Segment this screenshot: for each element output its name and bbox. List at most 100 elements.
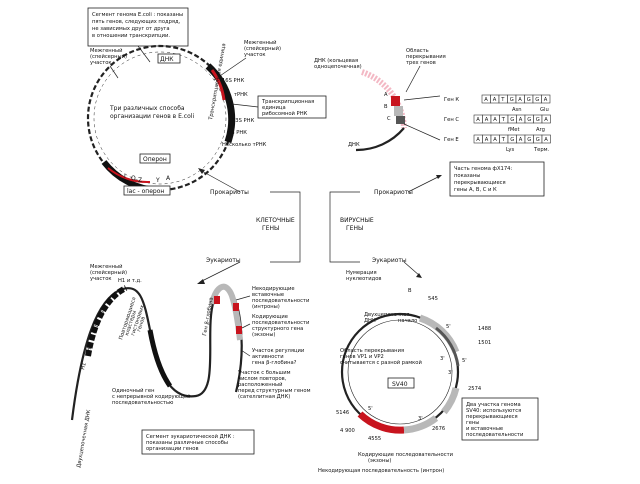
ecoli-panel: Сегмент генома E.coli : показаны пять ге… xyxy=(86,7,327,196)
exon-block xyxy=(214,296,220,304)
histone-cluster-label: генов xyxy=(136,316,147,333)
arrow-to-sv40 xyxy=(403,261,421,277)
histone-label: H1 и т.д. xyxy=(118,278,142,284)
gene-a-block xyxy=(391,96,400,106)
nt-1488: 1488 xyxy=(478,326,491,332)
ecoli-caption-line: в отношении транскрипции. xyxy=(92,33,170,39)
coding-label: последовательности xyxy=(252,320,309,326)
euk-spacer-label: Межгенный xyxy=(90,263,123,270)
trna-label: тРНК xyxy=(234,92,248,98)
histone-label: H1 xyxy=(80,362,88,370)
arrow-to-ecoli xyxy=(199,169,241,193)
eukaryotes-left-label: Эукариоты xyxy=(206,257,241,264)
nucleotide-letter: G xyxy=(527,137,531,143)
nucleotide-letter: A xyxy=(476,117,480,123)
rrna-unit-box-line: единица xyxy=(262,105,286,111)
gene-letter: C xyxy=(387,116,391,122)
virus-genes-label: ВИРУСНЫЕ xyxy=(340,217,374,224)
overlap-pointer xyxy=(405,65,421,93)
nucleotide-letter: T xyxy=(501,137,506,143)
numbering-label: нуклеотидов xyxy=(346,276,382,282)
nt-5146: 5146 xyxy=(336,410,349,416)
gene-c-block xyxy=(396,116,405,124)
nucleotide-letter: G xyxy=(510,117,514,123)
nt-2574: 2574 xyxy=(468,386,482,392)
single-gene-label: с непрерывной кодирующей xyxy=(112,393,190,400)
rrna-unit-pointer xyxy=(231,103,259,108)
nucleotide-letter: T xyxy=(501,117,506,123)
sv40-start-label: начало xyxy=(398,318,417,324)
sv40-caption-line: последовательности xyxy=(466,432,523,438)
sv40-coding-label: (экзоны) xyxy=(368,458,391,464)
sv40-name-box xyxy=(387,377,415,389)
pointer xyxy=(235,295,251,301)
nucleotide-cell xyxy=(541,134,551,144)
eukaryote-panel: Межгенный (спейсерный) участок H1 H4 H2b… xyxy=(70,263,311,468)
operon-label-box xyxy=(139,153,171,164)
rrna-23s-label: 23S РНК xyxy=(232,118,255,124)
strand-end: 5' xyxy=(462,358,467,364)
zoom-line xyxy=(403,95,441,101)
sv40-dsdna-label: ДНК xyxy=(364,318,376,324)
nucleotide-letter: G xyxy=(527,117,531,123)
sv40-caption-line: Два участка генома xyxy=(466,402,521,408)
repeats-label: перед структурным геном xyxy=(238,388,311,394)
sv40-noncoding-label: Некодирующая последовательность (интрон) xyxy=(318,468,444,474)
virus-genes-label: ГЕНЫ xyxy=(346,225,363,232)
euk-caption-line: организации генов xyxy=(146,446,199,452)
cell-genes-bracket xyxy=(270,191,301,263)
nucleotide-letter: G xyxy=(536,117,540,123)
vp-overlap-segment xyxy=(441,387,460,415)
rrna-unit-box-line: Транскрипционная xyxy=(261,99,314,105)
several-trna-label: Несколько тРНК xyxy=(222,142,267,148)
euk-caption-line: показаны различные способы xyxy=(146,440,228,446)
ecoli-caption-line: не зависимых друг от друга xyxy=(92,26,170,32)
lac-operon-box xyxy=(123,185,171,196)
regulator-label: активности xyxy=(252,354,284,360)
lac-gene-letter: I xyxy=(124,173,126,180)
classification-panel: Прокариоты Эукариоты КЛЕТОЧНЫЕ ГЕНЫ ВИРУ… xyxy=(197,168,442,284)
euk-dsdna-label: Двухцепочечная ДНК xyxy=(76,409,92,468)
gene-letter: B xyxy=(384,104,388,110)
strand-end: 5' xyxy=(368,406,373,412)
repeats-label: расположенный xyxy=(238,381,283,388)
nucleotide-letter: A xyxy=(519,137,523,143)
ecoli-caption-line: пять генов, следующих подряд, xyxy=(92,19,181,25)
spacer-label-left: (спейсерный) xyxy=(90,53,127,60)
euk-caption-box xyxy=(141,429,255,455)
nucleotide-letter: T xyxy=(500,97,505,103)
t-antigen-exon-2 xyxy=(403,415,439,434)
arrow-to-euk xyxy=(199,261,241,283)
nucleotide-letter: A xyxy=(544,117,548,123)
arrowhead xyxy=(416,273,422,278)
ecoli-dna-label-box xyxy=(157,53,181,64)
spacer-label-left: Межгенный xyxy=(90,47,123,54)
exon-block xyxy=(233,303,239,311)
ecoli-caption-line: Сегмент генома E.coli : показаны xyxy=(92,12,183,18)
cell-genes-label: КЛЕТОЧНЫЕ xyxy=(256,217,295,224)
lac-operon-label: lac - оперон xyxy=(127,188,164,195)
repeats-label: (сателлитная ДНК) xyxy=(238,394,290,400)
virus-genes-bracket xyxy=(329,191,360,263)
nucleotide-letter: A xyxy=(493,97,497,103)
gene-e-label: Ген Е xyxy=(444,137,459,143)
histone-label: H2b xyxy=(91,322,101,335)
amino-acid: Терм. xyxy=(533,147,550,153)
sv40-b-label: В xyxy=(408,288,412,294)
histone-label: H3 xyxy=(98,310,107,319)
strand-end: 3' xyxy=(440,356,445,362)
noncoding-label: Некодирующие xyxy=(252,286,295,292)
prokaryotes-right-label: Прокариоты xyxy=(374,189,413,196)
gene-k-label: Ген К xyxy=(444,97,459,103)
phix-caption-line: Часть генома фX174: xyxy=(454,166,512,172)
spacer-label-right: Межгенный xyxy=(244,39,277,46)
amino-acid: Lys xyxy=(506,147,514,153)
repeats-label: числом повторов, xyxy=(238,376,287,382)
spacer-label-left: участок xyxy=(90,60,112,66)
t-antigen-exon xyxy=(357,411,405,434)
nucleotide-letter: A xyxy=(484,97,488,103)
exon-block xyxy=(236,326,242,334)
nucleotide-letter: G xyxy=(510,97,514,103)
